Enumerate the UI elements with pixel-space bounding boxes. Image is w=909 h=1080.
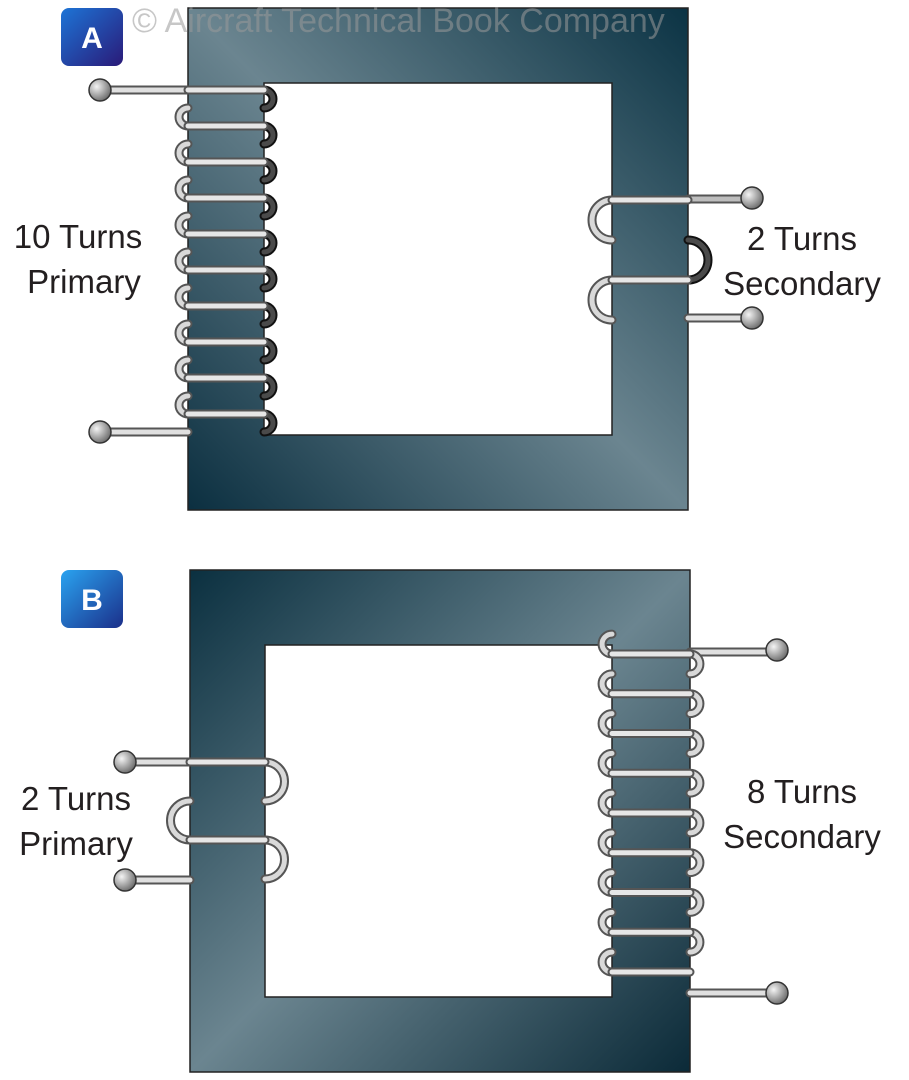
watermark: © Aircraft Technical Book Company <box>132 2 665 40</box>
a-secondary-terminal-top <box>740 186 764 210</box>
b-secondary-label-name: Secondary <box>723 818 881 855</box>
a-secondary-loop <box>589 277 615 323</box>
b-secondary-terminal-top <box>765 638 789 662</box>
coils-a <box>88 78 764 444</box>
b-primary-label-name: Primary <box>19 825 133 862</box>
a-primary-label-name: Primary <box>27 263 141 300</box>
b-primary-terminal-bottom <box>113 868 137 892</box>
transformer-a <box>88 7 764 511</box>
b-primary-loop <box>168 798 193 843</box>
badge-a-letter: A <box>81 22 103 55</box>
b-primary-loop <box>262 759 287 804</box>
a-primary-label-turns: 10 Turns <box>14 218 142 255</box>
badge-b-letter: B <box>81 584 103 617</box>
a-secondary-loop <box>685 237 711 283</box>
b-secondary-terminal-bottom <box>765 981 789 1005</box>
a-secondary-loop <box>589 197 615 243</box>
a-primary-terminal-bottom <box>88 420 112 444</box>
transformer-b <box>113 569 789 1073</box>
badge-b: B <box>61 570 123 628</box>
a-secondary-label-name: Secondary <box>723 265 881 302</box>
b-primary-loop <box>262 837 287 882</box>
core-b <box>189 569 691 1073</box>
coils-b <box>113 629 789 1005</box>
a-secondary-label-turns: 2 Turns <box>747 220 857 257</box>
b-secondary-label-turns: 8 Turns <box>747 773 857 810</box>
badge-a: A <box>61 8 123 66</box>
b-primary-label-turns: 2 Turns <box>21 780 131 817</box>
b-primary-terminal-top <box>113 750 137 774</box>
a-secondary-terminal-bottom <box>740 306 764 330</box>
a-primary-terminal-top <box>88 78 112 102</box>
